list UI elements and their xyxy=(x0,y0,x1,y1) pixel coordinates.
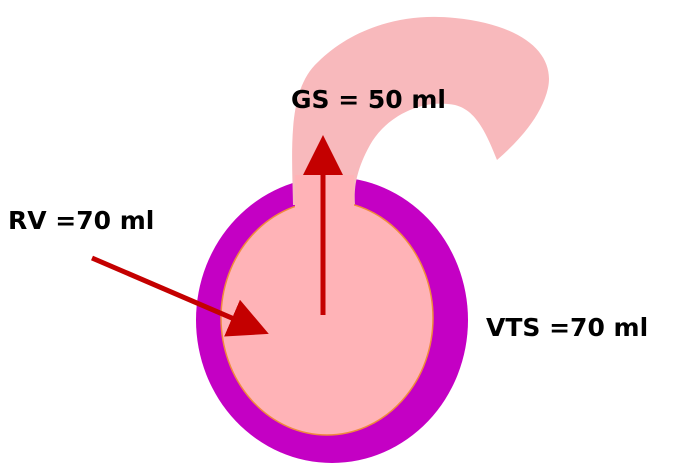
vts-label: VTS =70 ml xyxy=(486,315,648,340)
ventricle-cavity xyxy=(221,201,433,435)
rv-label: RV =70 ml xyxy=(8,208,154,233)
gs-label: GS = 50 ml xyxy=(291,87,446,112)
